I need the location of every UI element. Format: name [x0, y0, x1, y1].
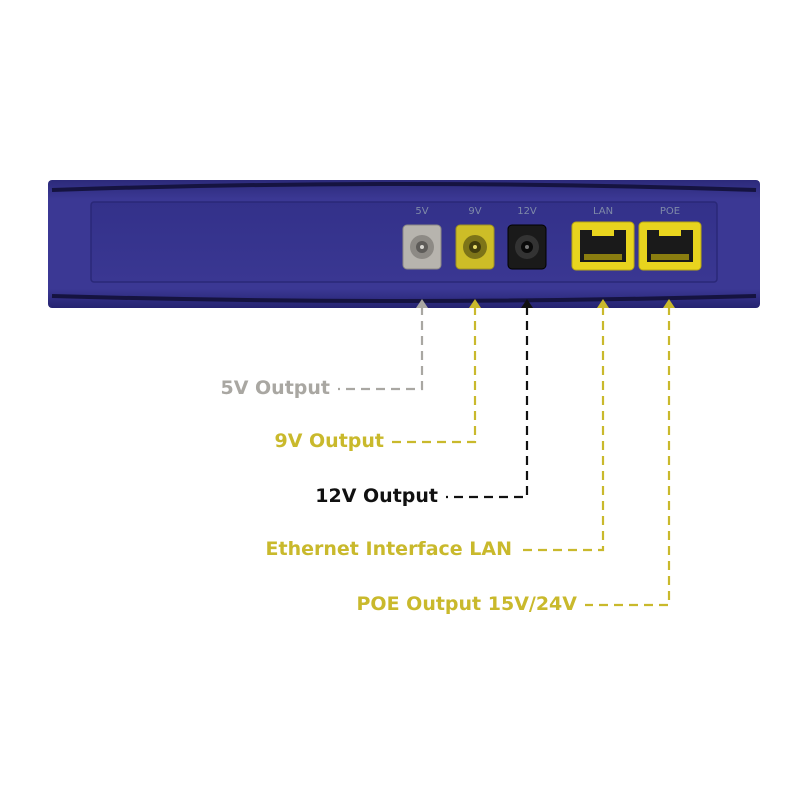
port-label-9v: 9V	[468, 206, 482, 217]
leader-line-12v	[446, 306, 529, 499]
arrowhead-poe	[663, 299, 675, 308]
rj45-poe-port	[638, 221, 702, 271]
leader-line-poe	[585, 306, 671, 607]
case-top-edge	[51, 182, 757, 192]
callout-12v-output: 12V Output	[315, 485, 438, 507]
dc-jack-5v	[402, 224, 442, 270]
arrowhead-lan	[597, 299, 609, 308]
arrowhead-9v	[469, 299, 481, 308]
callout-9v-output: 9V Output	[274, 430, 384, 452]
dc-jack-12v	[507, 224, 547, 270]
port-label-poe: POE	[659, 206, 681, 217]
port-label-lan: LAN	[592, 206, 614, 217]
dc-jack-9v	[455, 224, 495, 270]
arrowhead-12v	[521, 299, 533, 308]
leader-arrowheads	[416, 299, 675, 308]
leader-lines	[338, 306, 671, 607]
callout-5v-output: 5V Output	[220, 377, 330, 399]
port-label-12v: 12V	[517, 206, 537, 217]
leader-line-9v	[392, 306, 477, 444]
leader-line-5v	[338, 306, 424, 391]
callout-ethernet-lan: Ethernet Interface LAN	[265, 538, 512, 560]
rj45-lan-port	[571, 221, 635, 271]
port-label-5v: 5V	[415, 206, 429, 217]
callout-poe-output: POE Output 15V/24V	[356, 593, 578, 615]
leader-line-lan	[520, 306, 605, 552]
case-bottom-edge	[51, 294, 757, 303]
arrowhead-5v	[416, 299, 428, 308]
